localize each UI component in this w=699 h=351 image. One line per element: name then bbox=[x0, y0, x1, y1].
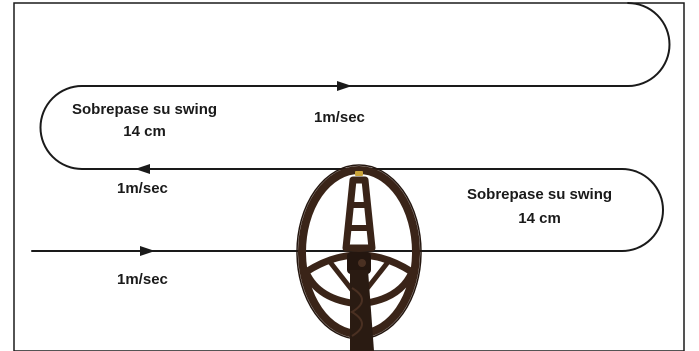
speed-label-pass-2: 1m/sec bbox=[314, 109, 365, 126]
diagram-frame bbox=[13, 2, 685, 351]
speed-label-pass-1: 1m/sec bbox=[117, 271, 168, 288]
metal-detector-coil-icon bbox=[296, 164, 422, 351]
overlap-label-bottom: Sobrepase su swing 14 cm bbox=[467, 186, 612, 228]
overlap-label-amount: 14 cm bbox=[518, 210, 561, 227]
overlap-label-text: Sobrepase su swing bbox=[467, 186, 613, 203]
overlap-label-text: Sobrepase su swing bbox=[72, 101, 218, 118]
direction-arrow-icon bbox=[140, 246, 155, 256]
sweep-path bbox=[31, 2, 671, 252]
overlap-label-top: Sobrepase su swing 14 cm bbox=[72, 101, 217, 141]
overlap-label-amount: 14 cm bbox=[123, 123, 166, 140]
direction-arrow-icon bbox=[135, 164, 150, 174]
speed-label-pass-3: 1m/sec bbox=[117, 180, 168, 197]
direction-arrow-icon bbox=[337, 81, 352, 91]
